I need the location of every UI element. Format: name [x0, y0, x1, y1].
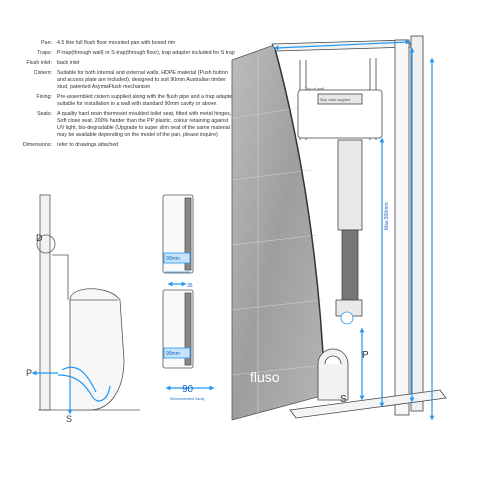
tiled-wall	[231, 44, 326, 421]
cavity-width-bottom: 90mm	[166, 351, 180, 357]
dimension-arrows	[165, 281, 215, 391]
spec-row-pan: Pan: 4.5 litre full flush floor mounted …	[0, 40, 236, 47]
s-trap-label: S	[66, 414, 72, 424]
spec-row-flush-inlet: Flush inlet: back inlet	[0, 60, 236, 67]
spec-row-traps: Traps: P-trap(through wall) or S-trap(th…	[0, 50, 236, 57]
spec-label: Seats:	[36, 110, 52, 117]
spec-value: 4.5 litre full flush floor mounted pan w…	[57, 40, 176, 46]
p-trap-label-right: P	[362, 350, 369, 361]
spec-row-fixing: Fixing: Pre-assembled cistern supplied a…	[0, 94, 236, 108]
p-trap-label: P	[26, 368, 32, 378]
spec-label: Dimensions:	[22, 141, 52, 148]
detail-marker	[36, 234, 56, 254]
spec-value: Pre-assembled cistern supplied along wit…	[57, 93, 236, 107]
spec-value: refer to drawings attached	[57, 141, 119, 148]
spec-value: back inlet	[57, 59, 80, 66]
pan-connector	[317, 311, 354, 401]
height-dimension-arrows	[273, 39, 435, 421]
max-access-label: Max.900mm	[384, 202, 390, 230]
cavity-width-top: 90mm	[166, 256, 180, 262]
dim-90-label: 90	[182, 384, 194, 395]
stop-valve-label: Stop valve supplied	[320, 98, 350, 102]
detail-d-label: D	[36, 233, 43, 243]
spec-value: Suitable for both internal and external …	[57, 69, 228, 90]
brand-logo-text: fluso	[250, 369, 280, 385]
cavity-caption: Recommended Cavity	[170, 397, 205, 401]
spec-value: P-trap(through wall) or S-trap(through f…	[57, 49, 235, 56]
dim-35-label: 35	[187, 283, 193, 289]
s-trap-label-right: S	[340, 394, 347, 405]
spec-label: Traps:	[37, 49, 52, 56]
side-view-drawing	[38, 194, 140, 411]
top-of-wall-label: Top of wall	[305, 86, 324, 91]
spec-value: A quality hard resin thermoset moulded t…	[57, 110, 232, 138]
cistern	[297, 89, 383, 317]
spec-label: Fixing:	[36, 93, 52, 100]
spec-row-dimensions: Dimensions: refer to drawings attached	[0, 142, 236, 149]
spec-label: Pan:	[41, 40, 52, 46]
spec-row-seats: Seats: A quality hard resin thermoset mo…	[0, 111, 236, 139]
spec-label: Flush inlet:	[26, 59, 52, 66]
trap-pipes	[31, 366, 111, 415]
cavity-detail-bottom	[162, 289, 194, 369]
spec-list: Pan: 4.5 litre full flush floor mounted …	[0, 40, 236, 152]
spec-row-cistern: Cistern: Suitable for both internal and …	[0, 70, 236, 91]
spec-label: Cistern:	[33, 69, 52, 76]
cavity-detail-top	[162, 194, 194, 274]
